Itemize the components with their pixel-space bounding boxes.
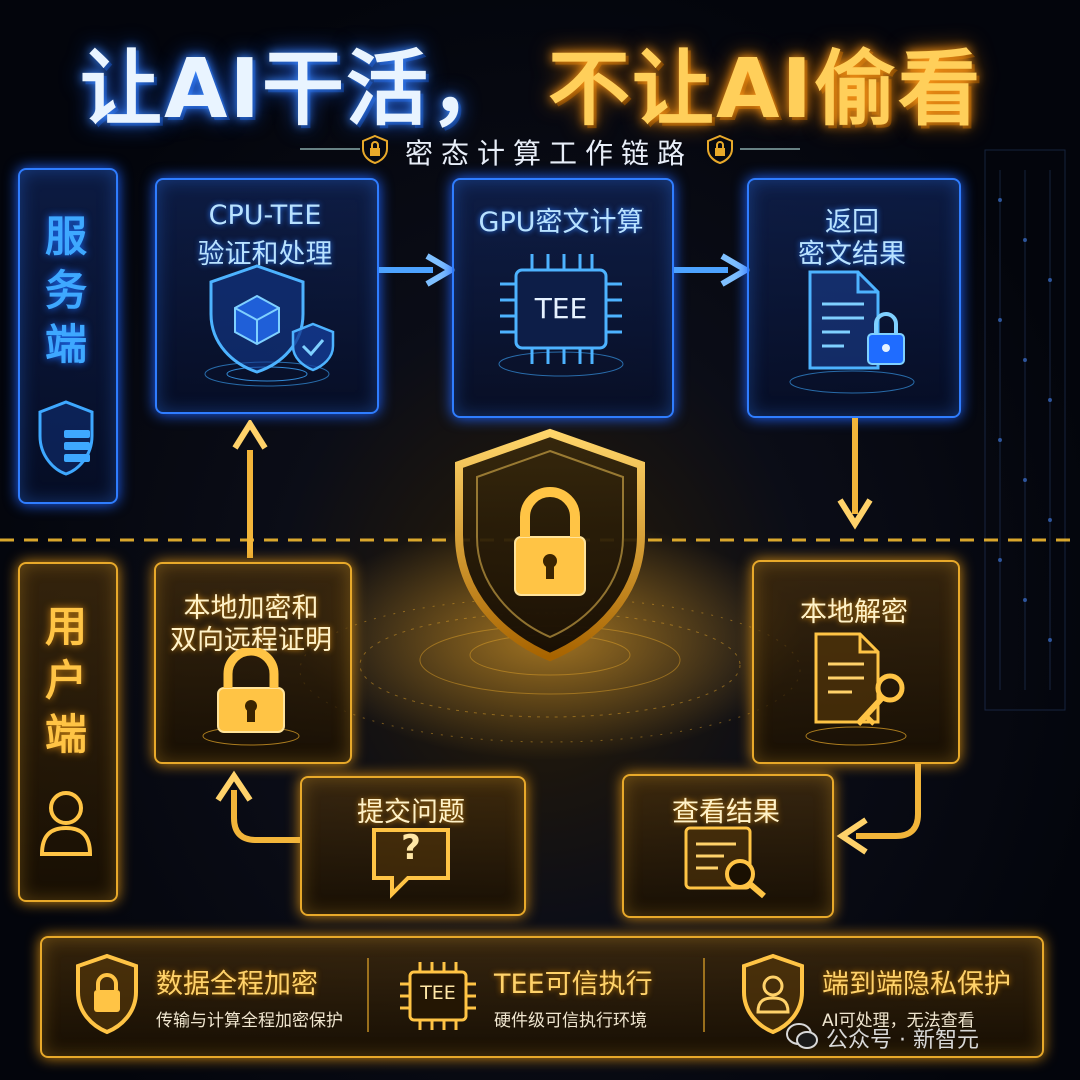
title-part2: 不让AI偷看 — [548, 42, 982, 137]
arrow-decrypt-to-view — [836, 764, 921, 855]
feature-3-desc: AI可处理，无法查看 — [822, 1011, 975, 1031]
feature-2-desc: 硬件级可信执行环境 — [494, 1011, 647, 1031]
document-search-icon — [684, 826, 766, 899]
arrow-submit-to-encrypt — [215, 770, 300, 843]
arrow-return-to-decrypt — [837, 418, 873, 530]
step-local-encrypt-label1: 本地加密和 — [183, 593, 319, 624]
user-avatar-icon — [39, 791, 93, 856]
step-gpu-label: GPU密文计算 — [478, 207, 644, 238]
local-lock-icon — [202, 648, 300, 746]
step-view-result-label: 查看结果 — [672, 797, 780, 828]
step-return-label1: 返回 — [825, 207, 879, 238]
question-bubble-icon — [372, 828, 450, 899]
arrow-cpu-to-gpu — [379, 253, 455, 287]
tee-chip-text: TEE — [420, 982, 456, 1004]
shield-user-icon — [742, 953, 804, 1035]
step-submit-question-label: 提交问题 — [357, 797, 465, 828]
subtitle-line-right — [740, 148, 800, 150]
central-shield-lock-icon — [455, 428, 645, 662]
encrypted-document-lock-icon — [789, 270, 915, 394]
gpu-chip-icon — [498, 254, 624, 377]
gpu-chip-text: TEE — [534, 292, 588, 325]
watermark-text: 公众号 · 新智元 — [826, 1028, 979, 1053]
subtitle-line-left — [300, 148, 360, 150]
cpu-shield-cube-icon — [204, 264, 335, 387]
feature-divider-1 — [367, 958, 369, 1032]
feature-1-desc: 传输与计算全程加密保护 — [156, 1011, 343, 1031]
title-part1: 让AI干活， — [80, 42, 514, 137]
feature-3-title: 端到端隐私保护 — [822, 969, 1011, 1000]
wechat-icon — [786, 1023, 818, 1049]
step-cpu-tee-label1: CPU-TEE — [208, 200, 322, 231]
server-side-panel — [18, 168, 118, 504]
step-return-label2: 密文结果 — [798, 239, 906, 270]
question-mark-text: ? — [401, 828, 421, 868]
feature-divider-2 — [703, 958, 705, 1032]
arrow-gpu-to-return — [674, 253, 750, 287]
document-key-icon — [805, 632, 907, 746]
step-local-decrypt-label: 本地解密 — [800, 597, 908, 628]
feature-2-title: TEE可信执行 — [494, 969, 653, 1000]
server-side-label: 服务端 — [44, 212, 87, 369]
step-cpu-tee-label2: 验证和处理 — [197, 239, 333, 270]
user-side-label: 用户端 — [44, 602, 87, 759]
subtitle-shield-icon-right — [707, 134, 733, 164]
arrow-encrypt-to-cpu — [232, 420, 268, 558]
feature-1-title: 数据全程加密 — [156, 969, 318, 1000]
shield-lock-icon — [76, 953, 138, 1035]
tee-chip-icon — [400, 962, 476, 1030]
server-shield-icon — [38, 400, 94, 476]
user-side-panel — [18, 562, 118, 902]
feature-bar — [40, 936, 1044, 1058]
subtitle: 密态计算工作链路 — [405, 137, 694, 170]
subtitle-shield-icon-left — [362, 134, 388, 164]
